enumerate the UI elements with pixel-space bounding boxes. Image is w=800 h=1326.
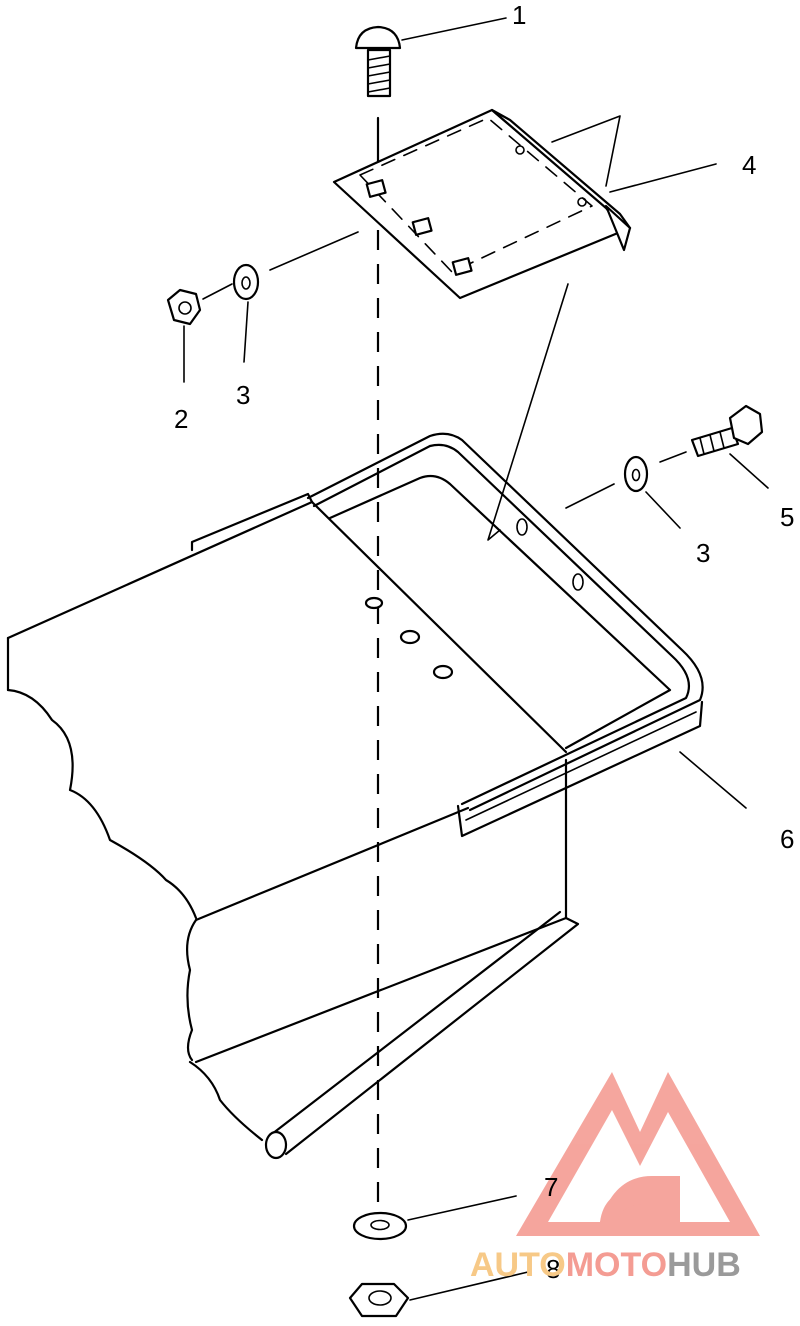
leader-6 — [679, 751, 747, 809]
callout-8: 8 — [546, 1254, 560, 1284]
part-7-washer-bottom — [352, 1211, 408, 1241]
callout-6: 6 — [780, 824, 794, 854]
part-6-tray-frame — [6, 432, 704, 1160]
watermark-text: AUTOMOTOHUB — [470, 1246, 741, 1284]
callout-2: 2 — [174, 404, 188, 434]
leader-4-bracket-a — [551, 115, 621, 187]
watermark-triangle-icon — [516, 1072, 760, 1236]
callout-3-right: 3 — [696, 538, 710, 568]
leader-5 — [729, 453, 769, 489]
watermark-logo — [516, 1072, 760, 1236]
callout-7: 7 — [544, 1172, 558, 1202]
leader-5-link — [659, 451, 687, 463]
part-3-washer-right — [623, 455, 649, 493]
callout-1: 1 — [512, 0, 526, 30]
leader-8 — [409, 1271, 529, 1301]
callout-3-upper: 3 — [236, 380, 250, 410]
part-5-hex-bolt — [690, 404, 764, 458]
part-2-hex-nut — [166, 288, 202, 326]
leader-3a — [243, 301, 249, 363]
watermark-auto: AUTO — [470, 1246, 566, 1284]
callout-5: 5 — [780, 502, 794, 532]
part-1-carriage-bolt — [354, 25, 402, 98]
leader-3b-to-tray — [565, 483, 615, 509]
leader-lines — [183, 17, 769, 1301]
part-8-hex-nut-bottom — [348, 1282, 410, 1318]
watermark-hub: HUB — [667, 1246, 741, 1284]
leader-3a-to-bracket — [269, 231, 359, 271]
leader-3a-link — [202, 283, 233, 300]
callout-4: 4 — [742, 150, 756, 180]
watermark-moto: MOTO — [566, 1246, 667, 1284]
part-3-washer-upper — [232, 263, 260, 301]
leader-7 — [407, 1195, 517, 1221]
part-4-bracket — [332, 108, 632, 300]
leader-3b — [645, 491, 681, 529]
leader-4-to-tray — [487, 283, 569, 541]
leader-4 — [609, 163, 717, 193]
leader-1 — [401, 17, 507, 41]
